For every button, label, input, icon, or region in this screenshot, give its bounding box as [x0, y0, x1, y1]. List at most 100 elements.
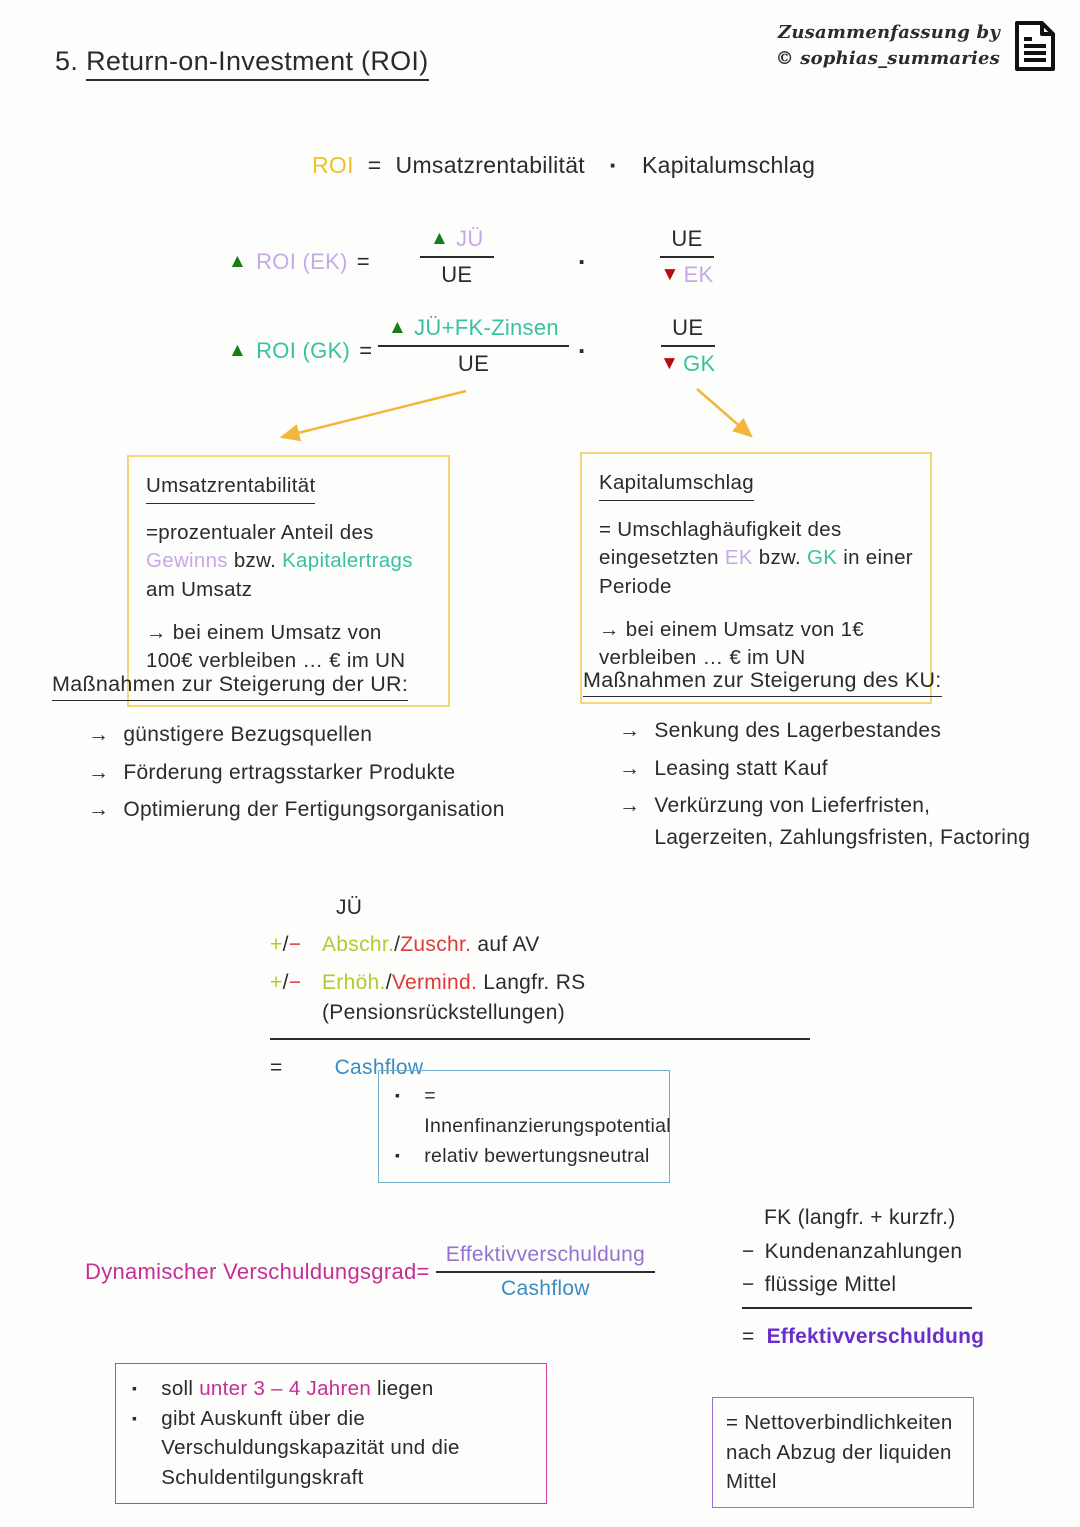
measures-ku-list: →Senkung des Lagerbestandes →Leasing sta… — [583, 715, 1043, 853]
multiply-dot: · — [609, 150, 618, 180]
credit-line-2: © sophias_summaries — [775, 48, 1000, 70]
list-item: →Optimierung der Fertigungsorganisation — [88, 794, 532, 826]
cashflow-note-box: ▪ = Innenfinanzierungspotential ▪ relati… — [378, 1070, 671, 1183]
numerator: UE — [660, 315, 715, 347]
list-item: →Förderung ertragsstarker Produkte — [88, 757, 532, 789]
sum-line — [270, 1037, 810, 1040]
roi-gk-formula: ▲ ROI (GK) = ▲ JÜ+FK-Zinsen UE · UE ▼ GK — [228, 311, 758, 391]
equals-sign: = — [416, 1259, 430, 1284]
note-item: ▪ relativ bewertungsneutral — [395, 1141, 653, 1171]
square-bullet: ▪ — [395, 1087, 401, 1103]
document-icon — [1012, 20, 1058, 77]
numerator: JÜ — [456, 226, 484, 251]
numerator: UE — [660, 226, 714, 258]
effektivverschuldung-term: Effektivverschuldung — [766, 1324, 985, 1348]
arrow-bullet: → — [619, 719, 641, 742]
arrow-to-kapitalumschlag — [696, 388, 753, 438]
fraction: Effektivverschuldung Cashflow — [435, 1243, 656, 1301]
effektivverschuldung-calculation: FK (langfr. + kurzfr.) − Kundenanzahlung… — [742, 1202, 984, 1352]
credit-line-1: Zusammenfassung by — [778, 22, 1000, 43]
slash: / — [282, 970, 289, 994]
calc-row: − flüssige Mittel — [742, 1269, 978, 1301]
arrow-bullet: → — [619, 794, 641, 817]
list-item: →günstigere Bezugsquellen — [88, 719, 532, 751]
note-text: → bei einem Umsatz von 1€ verbleiben … €… — [599, 617, 865, 670]
equals-sign: = — [742, 1324, 755, 1348]
list-item: →Verkürzung von Lieferfristen, Lagerzeit… — [619, 790, 1043, 853]
measures-ur-section: Maßnahmen zur Steigerung der UR: →günsti… — [52, 672, 532, 832]
equals-sign: = — [359, 338, 373, 363]
calc-row: − Kundenanzahlungen — [742, 1236, 978, 1268]
calc-row: +/− Erhöh./Vermind. Langfr. RS (Pensions… — [270, 968, 830, 1029]
up-triangle-icon: ▲ — [228, 251, 248, 272]
measures-ur-heading: Maßnahmen zur Steigerung der UR: — [52, 672, 409, 701]
effektivverschuldung-note-box: = Nettoverbindlichkeiten nach Abzug der … — [712, 1397, 974, 1509]
list-item: →Leasing statt Kauf — [619, 753, 1043, 785]
definition-text: =prozentualer Anteil des Gewinns bzw. Ka… — [146, 520, 413, 602]
measures-ur-list: →günstigere Bezugsquellen →Förderung ert… — [52, 719, 532, 826]
up-triangle-icon: ▲ — [430, 228, 450, 249]
note-item: ▪ gibt Auskunft über die Verschuldungska… — [132, 1404, 530, 1493]
section-number: 5. — [55, 46, 79, 76]
calc-start: FK (langfr. + kurzfr.) — [764, 1206, 956, 1229]
kapitalumschlag-box: Kapitalumschlag = Umschlaghäufigkeit des… — [580, 452, 932, 705]
arrow-to-umsatzrentabilitaet — [279, 389, 467, 442]
denominator: Cashflow — [501, 1277, 590, 1300]
roi-gk-fraction-2: UE ▼ GK — [660, 315, 716, 377]
abschreibungen: Abschr. — [322, 933, 395, 957]
up-triangle-icon: ▲ — [228, 340, 248, 361]
roi-ek-term: ROI (EK) — [256, 249, 348, 274]
slash: / — [394, 933, 401, 957]
highlight-gewinns: Gewinns — [146, 549, 228, 573]
numerator: JÜ+FK-Zinsen — [414, 315, 559, 340]
arrow-bullet: → — [619, 756, 641, 780]
roi-ek-fraction-2: UE ▼ EK — [660, 226, 714, 288]
calc-result: = Cashflow — [270, 1053, 830, 1083]
umsatzrentabilitaet-box: Umsatzrentabilität =prozentualer Anteil … — [127, 455, 450, 708]
factor-umsatzrentabilitaet: Umsatzrentabilität — [395, 152, 585, 178]
minus-sign: − — [742, 1273, 755, 1296]
plus-sign: + — [270, 970, 283, 994]
plus-sign: + — [270, 933, 283, 957]
denominator: EK — [683, 262, 714, 287]
cashflow-term: Cashflow — [334, 1055, 424, 1079]
minus-sign: − — [288, 970, 302, 994]
note-item: ▪ = Innenfinanzierungspotential — [395, 1081, 671, 1141]
note-item: ▪ soll unter 3 – 4 Jahren liegen — [132, 1374, 530, 1404]
square-bullet: ▪ — [132, 1380, 138, 1396]
minus-sign: − — [742, 1239, 755, 1263]
calc-start: JÜ — [336, 896, 363, 919]
denominator: UE — [441, 262, 473, 287]
calc-row: +/− Abschr./Zuschr. auf AV — [270, 930, 830, 960]
definition-text: = Umschlaghäufigkeit des eingesetzten EK… — [599, 517, 913, 599]
sum-line — [742, 1306, 972, 1309]
section-title: Return-on-Investment (ROI) — [86, 46, 429, 81]
erhoehung: Erhöh. — [322, 970, 386, 994]
list-item: →Senkung des Lagerbestandes — [619, 715, 1043, 747]
minus-sign: − — [288, 933, 302, 957]
cashflow-calculation: JÜ +/− Abschr./Zuschr. auf AV +/− Erhöh.… — [270, 893, 830, 1083]
roi-gk-fraction-1: ▲ JÜ+FK-Zinsen UE — [378, 315, 569, 377]
arrow-bullet: → — [88, 723, 110, 746]
roi-main-formula: ROI = Umsatzrentabilität · Kapitalumschl… — [312, 150, 815, 181]
highlight-ek: EK — [724, 546, 753, 570]
equals-sign: = — [270, 1055, 283, 1079]
denominator: UE — [457, 351, 490, 376]
box-title: Umsatzrentabilität — [146, 472, 316, 504]
slash: / — [385, 970, 392, 994]
highlight-gk: GK — [807, 546, 838, 570]
credit-block: Zusammenfassung by © sophias_summaries — [776, 20, 1058, 77]
highlight-range: unter 3 – 4 Jahren — [199, 1377, 372, 1400]
roi-gk-term: ROI (GK) — [256, 338, 351, 363]
dynamischer-verschuldungsgrad-formula: Dynamischer Verschuldungsgrad = Effektiv… — [85, 1235, 656, 1309]
roi-term: ROI — [312, 152, 354, 178]
measures-ku-heading: Maßnahmen zur Steigerung des KU: — [583, 668, 942, 697]
equals-sign: = — [356, 249, 370, 274]
roi-ek-formula: ▲ ROI (EK) = ▲ JÜ UE · UE ▼ EK — [228, 222, 758, 302]
measures-ku-section: Maßnahmen zur Steigerung des KU: →Senkun… — [583, 668, 1043, 859]
multiply-dot: · — [578, 246, 587, 277]
page-title: 5.Return-on-Investment (ROI) — [55, 46, 429, 81]
slash: / — [282, 933, 289, 957]
arrow-bullet: → — [88, 760, 110, 784]
